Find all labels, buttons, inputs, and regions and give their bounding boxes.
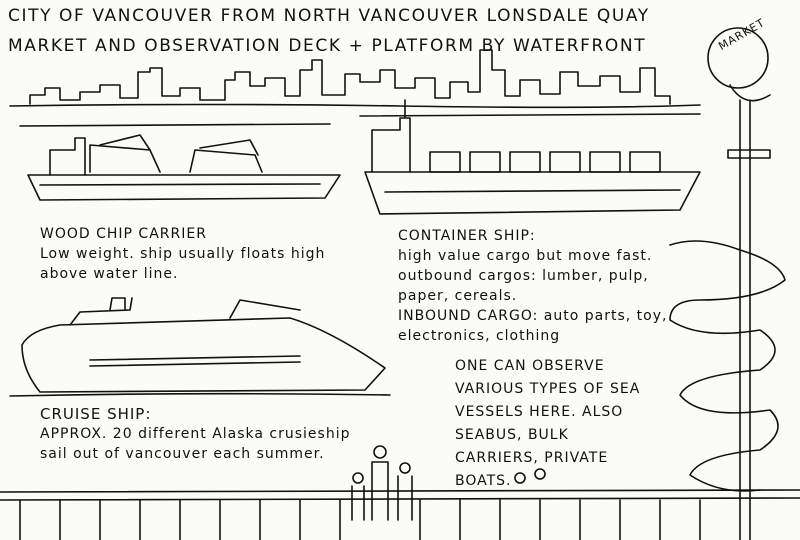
observe-body: ONE CAN OBSERVE VARIOUS TYPES OF SEA VES… xyxy=(455,358,641,489)
wood-chip-carrier-drawing xyxy=(27,134,341,201)
title-line-1: CITY OF VANCOUVER FROM NORTH VANCOUVER L… xyxy=(8,6,650,26)
wood-chip-heading: WOOD CHIP CARRIER xyxy=(40,226,207,242)
container-inbound: INBOUND CARGO: auto parts, toy, electron… xyxy=(398,308,668,344)
city-skyline xyxy=(9,49,701,127)
container-body: high value cargo but move fast. outbound… xyxy=(398,248,653,304)
railing-and-people xyxy=(0,445,800,540)
container-ship-drawing xyxy=(364,99,701,215)
cruise-ship-drawing xyxy=(9,297,391,397)
title-line-2: MARKET AND OBSERVATION DECK + PLATFORM B… xyxy=(8,36,647,56)
observation-tower-drawing xyxy=(669,27,786,540)
wood-chip-body: Low weight. ship usually floats high abo… xyxy=(40,246,326,282)
container-heading: CONTAINER SHIP: xyxy=(398,228,536,244)
cruise-heading: CRUISE SHIP: xyxy=(40,405,152,423)
cruise-body: APPROX. 20 different Alaska crusieship s… xyxy=(40,426,351,462)
